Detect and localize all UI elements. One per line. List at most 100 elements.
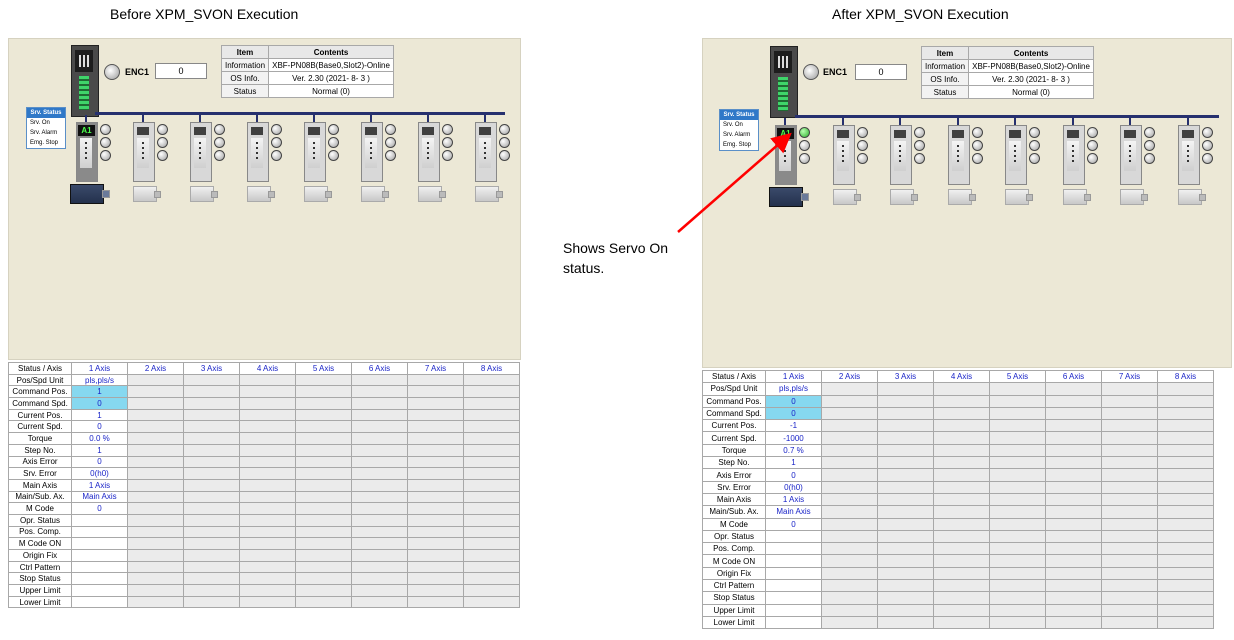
row-label: Main Axis xyxy=(702,492,766,507)
axis-value-cell xyxy=(1157,394,1214,408)
drive-status-leds xyxy=(271,124,282,163)
axis-value-cell xyxy=(1157,443,1214,458)
servo-drive-8[interactable] xyxy=(1177,125,1200,185)
alarm-led-icon xyxy=(971,140,983,151)
axis-value-cell xyxy=(239,584,296,597)
servo-drive-1[interactable]: A1 xyxy=(76,122,98,182)
alarm-led-icon xyxy=(1144,140,1155,151)
servo-drive-8[interactable] xyxy=(475,122,497,182)
alarm-led-icon xyxy=(385,137,396,148)
plc-module xyxy=(770,46,798,118)
servo-motor-icon xyxy=(890,189,918,205)
encoder-label: ENC1 xyxy=(125,67,150,77)
servo-alarm-item: Srv. Alarm xyxy=(723,132,751,138)
servo-on-item: Srv. On xyxy=(723,122,743,128)
servo-drive-2[interactable] xyxy=(832,125,855,185)
axis-value-cell xyxy=(239,572,296,586)
bus-drop xyxy=(370,115,372,123)
bus-drop xyxy=(256,115,258,123)
table-row: Pos. Comp. xyxy=(702,542,1214,556)
row-label: Stop Status xyxy=(8,572,72,586)
emergency-led-icon xyxy=(1201,153,1213,164)
axis-value-cell xyxy=(989,517,1046,531)
axis-value-cell xyxy=(877,566,934,581)
drive-status-leds xyxy=(799,127,810,166)
axis-value-cell xyxy=(1045,492,1102,507)
axis-value-cell xyxy=(1101,529,1158,544)
axis-value-cell xyxy=(1045,529,1102,544)
network-bus-line xyxy=(95,112,505,115)
axis-value-cell xyxy=(1101,456,1158,470)
servo-drive-3[interactable] xyxy=(890,125,912,185)
axis-value-cell xyxy=(1045,394,1102,408)
emergency-led-icon xyxy=(442,150,453,161)
servo-motor-icon xyxy=(947,189,976,205)
alarm-led-icon xyxy=(799,140,810,151)
alarm-led-icon xyxy=(328,137,339,148)
encoder-knob-icon[interactable] xyxy=(104,64,120,80)
axis-value-cell xyxy=(933,394,990,408)
info-key: Status xyxy=(220,84,270,98)
drive-status-leds xyxy=(856,127,868,166)
axis1-value xyxy=(765,566,822,581)
axis-value-cell xyxy=(933,468,990,482)
table-row: M Code ON xyxy=(702,554,1214,568)
servo-drive-2[interactable] xyxy=(133,122,155,182)
axis-value-cell xyxy=(295,525,352,539)
servo-motor-icon xyxy=(1177,189,1206,205)
emergency-stop-item: Emg. Stop xyxy=(30,140,59,146)
axis1-value: 0 xyxy=(765,406,822,421)
axis-value-cell xyxy=(1101,480,1158,494)
axis-value-cell xyxy=(127,537,184,550)
table-row: Stop Status xyxy=(702,591,1214,605)
axis-value-cell xyxy=(463,537,520,550)
info-key: Status xyxy=(920,85,970,99)
servo-drive-5[interactable] xyxy=(304,122,326,182)
axis-value-cell xyxy=(295,595,352,609)
servo-on-led-icon xyxy=(914,127,925,138)
bus-drop xyxy=(484,115,486,123)
servo-drive-5[interactable] xyxy=(1005,125,1027,185)
alarm-led-icon xyxy=(1201,140,1213,151)
axis-value-cell xyxy=(239,537,296,550)
axis-value-cell xyxy=(1157,579,1214,593)
servo-drive-3[interactable] xyxy=(190,122,212,182)
axis-value-cell xyxy=(183,537,240,550)
servo-motor-icon xyxy=(832,189,861,205)
axis-value-cell xyxy=(821,566,878,581)
axis-value-cell xyxy=(1045,468,1102,482)
encoder-value: 0 xyxy=(855,64,907,80)
drive-status-leds xyxy=(214,124,225,163)
axis-value-cell xyxy=(463,525,520,539)
servo-drive-7[interactable] xyxy=(1120,125,1142,185)
axis-value-cell xyxy=(1101,566,1158,581)
servo-drive-6[interactable] xyxy=(361,122,383,182)
bus-drop xyxy=(313,115,315,123)
encoder-label: ENC1 xyxy=(823,67,848,77)
servo-drive-4[interactable] xyxy=(247,122,269,182)
servo-motor-icon xyxy=(247,186,275,202)
axis-number-label: A1 xyxy=(78,125,95,136)
table-row: Lower Limit xyxy=(702,615,1214,630)
axis1-value: 0.7 % xyxy=(765,443,822,458)
servo-motor-icon xyxy=(1062,189,1091,205)
table-row: M Code ON xyxy=(8,537,520,550)
servo-motor-icon xyxy=(133,186,161,202)
axis-value-cell xyxy=(1157,529,1214,544)
encoder-knob-icon[interactable] xyxy=(803,64,819,80)
bus-drop xyxy=(784,118,786,126)
emergency-stop-item: Emg. Stop xyxy=(723,142,752,148)
axis-value-cell xyxy=(127,560,184,574)
servo-drive-4[interactable] xyxy=(947,125,970,185)
servo-drive-7[interactable] xyxy=(418,122,440,182)
axis1-value: pls,pls/s xyxy=(765,382,822,396)
bus-drop xyxy=(841,118,844,126)
servo-on-led-icon xyxy=(856,127,868,138)
servo-drive-6[interactable] xyxy=(1062,125,1085,185)
row-label: Step No. xyxy=(702,456,766,470)
table-row: Stop Status xyxy=(8,572,520,586)
axis-value-cell xyxy=(1157,382,1214,396)
plc-module xyxy=(71,45,99,117)
